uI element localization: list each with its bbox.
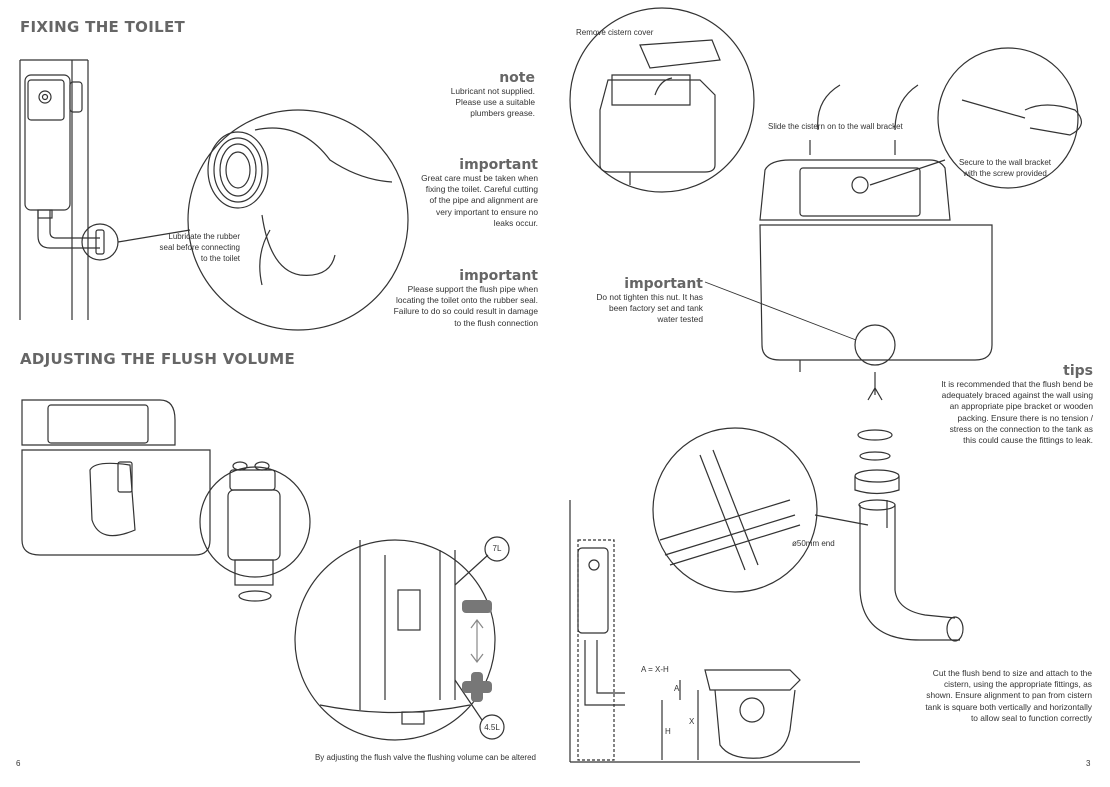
tips-line: It is recommended that the flush bend be	[941, 379, 1093, 389]
important-line: Failure to do so could result in damage	[393, 306, 538, 317]
frame-cistern-drawing	[19, 59, 119, 320]
important-line: Please support the flush pipe when	[407, 284, 538, 294]
note-line: Please use a suitable	[455, 97, 535, 108]
important-title-2: important	[459, 268, 538, 284]
heading-adjusting-flush: ADJUSTING THE FLUSH VOLUME	[20, 350, 296, 368]
page-number-right: 3	[1086, 759, 1091, 768]
note-block: note Lubricant not supplied. Please use …	[380, 70, 535, 120]
important-block-1: important Great care must be taken when …	[380, 157, 538, 229]
cut-line: tank is square both vertically and horiz…	[925, 701, 1092, 712]
flush-cistern-drawing	[21, 399, 211, 556]
tips-line: packing. Ensure there is no tension /	[957, 412, 1093, 423]
note-line: plumbers grease.	[470, 108, 535, 119]
slide-cistern-label: Slide the cistern on to the wall bracket	[768, 122, 903, 131]
pipe-zoom-drawing	[652, 427, 869, 593]
important-line: Great care must be taken when	[421, 173, 538, 183]
important-line: been factory set and tank	[608, 303, 703, 314]
cut-line: to allow seal to function correctly	[970, 712, 1092, 723]
secure-line: with the screw provided	[963, 169, 1047, 178]
flush-caption: By adjusting the flush valve the flushin…	[314, 753, 536, 762]
dim-a-label: A	[674, 684, 680, 693]
plus-icon	[462, 672, 492, 702]
volume-7l-label: 7L	[492, 544, 502, 553]
tips-block: tips It is recommended that the flush be…	[900, 363, 1093, 446]
cut-instructions: Cut the flush bend to size and attach to…	[880, 668, 1092, 724]
page-number-left: 6	[16, 759, 21, 768]
lubricate-label: Lubricate the rubber seal before connect…	[128, 231, 241, 264]
important-line: to the flush connection	[454, 317, 538, 328]
tips-line: an appropriate pipe bracket or wooden	[949, 401, 1093, 412]
volume-4-5l-label: 4.5L	[484, 723, 500, 732]
important-line: locating the toilet onto the rubber seal…	[395, 295, 538, 306]
important-body-1: Great care must be taken when fixing the…	[380, 173, 538, 229]
heading-fixing-toilet: FIXING THE TOILET	[20, 18, 186, 36]
important-line: of the pipe and alignment are	[429, 195, 539, 206]
important-title-right: important	[624, 276, 703, 292]
cut-line: shown. Ensure alignment to pan from cist…	[926, 690, 1092, 701]
important-title-1: important	[459, 157, 538, 173]
tips-line: this could cause the fittings to leak.	[963, 435, 1093, 446]
lubricate-line: to the toilet	[200, 254, 240, 263]
important-block-2: important Please support the flush pipe …	[340, 268, 538, 329]
cistern-cover-drawing	[569, 7, 755, 193]
dim-h-label: H	[665, 727, 671, 736]
important-block-right: important Do not tighten this nut. It ha…	[565, 276, 703, 326]
note-body: Lubricant not supplied. Please use a sui…	[380, 86, 535, 120]
important-body-right: Do not tighten this nut. It has been fac…	[565, 292, 703, 326]
tips-line: stress on the connection to the tank as	[949, 423, 1093, 434]
lubricate-line: Lubricate the rubber	[168, 232, 240, 241]
important-line: water tested	[657, 314, 703, 325]
important-line: fixing the toilet. Careful cutting	[425, 184, 538, 195]
note-title: note	[499, 70, 535, 86]
cut-line: cistern, using the appropriate fittings,…	[943, 679, 1092, 690]
note-line: Lubricant not supplied.	[450, 86, 535, 96]
tips-line: adequately braced against the wall using	[941, 390, 1093, 401]
important-line: leaks occur.	[493, 217, 538, 228]
important-line: Do not tighten this nut. It has	[596, 292, 703, 302]
flush-valve-drawing	[199, 461, 311, 602]
secure-bracket-label: Secure to the wall bracket with the scre…	[955, 157, 1055, 179]
lubricate-zoom-drawing	[117, 109, 409, 331]
lubricate-line: seal before connecting	[159, 243, 241, 252]
secure-line: Secure to the wall bracket	[958, 158, 1052, 167]
tips-body: It is recommended that the flush bend be…	[900, 379, 1093, 446]
pipe-size-label: ø50mm end	[792, 539, 835, 548]
cut-line: Cut the flush bend to size and attach to…	[932, 668, 1092, 678]
important-line: very important to ensure no	[436, 206, 538, 217]
formula-label: A = X-H	[641, 665, 669, 674]
remove-cover-label: Remove cistern cover	[576, 28, 654, 37]
toilet-installation-drawing	[569, 500, 860, 763]
minus-icon	[462, 600, 492, 613]
flush-zoom-drawing	[294, 536, 510, 741]
dim-x-label: X	[689, 717, 695, 726]
important-body-2: Please support the flush pipe when locat…	[340, 284, 538, 329]
tips-title: tips	[1063, 363, 1093, 379]
flush-pipe-drawing	[854, 429, 964, 642]
main-cistern-drawing	[759, 84, 993, 401]
screwdriver-zoom-drawing	[869, 47, 1082, 189]
